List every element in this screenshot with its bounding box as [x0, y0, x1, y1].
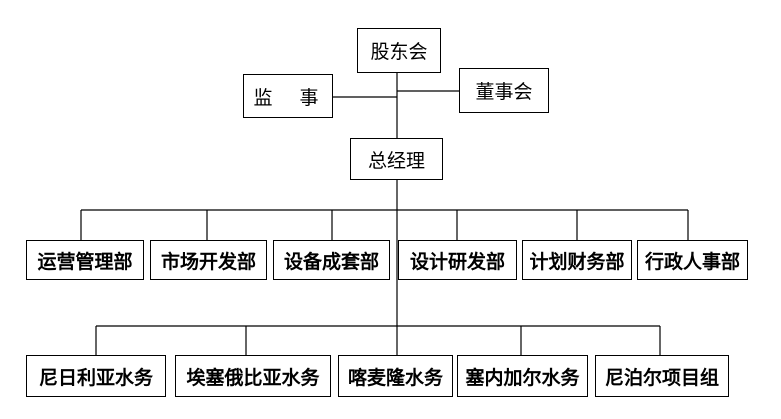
project-label: 尼泊尔项目组: [604, 366, 719, 389]
project-label: 尼日利亚水务: [38, 366, 153, 389]
node-department-2: 市场开发部: [150, 240, 267, 280]
node-project-1: 尼日利亚水务: [26, 355, 166, 397]
department-label: 运营管理部: [37, 250, 133, 273]
department-label: 设备成套部: [283, 250, 379, 273]
node-department-5: 计划财务部: [522, 240, 632, 280]
node-project-3: 喀麦隆水务: [338, 355, 453, 397]
project-label: 塞内加尔水务: [465, 366, 580, 389]
project-label: 喀麦隆水务: [347, 366, 443, 389]
node-shareholders-label: 股东会: [370, 41, 428, 63]
node-general-manager: 总经理: [350, 138, 443, 180]
node-project-5: 尼泊尔项目组: [595, 355, 729, 397]
department-label: 计划财务部: [529, 250, 625, 273]
department-label: 行政人事部: [644, 250, 740, 273]
node-department-1: 运营管理部: [26, 240, 144, 280]
department-label: 设计研发部: [409, 250, 505, 273]
node-project-2: 埃塞俄比亚水务: [175, 355, 331, 397]
node-supervisor-label: 监 事: [253, 86, 323, 109]
project-label: 埃塞俄比亚水务: [186, 366, 320, 389]
node-department-4: 设计研发部: [398, 240, 517, 280]
node-board: 董事会: [459, 68, 549, 113]
node-shareholders: 股东会: [357, 28, 441, 73]
node-department-3: 设备成套部: [273, 240, 390, 280]
node-general-manager-label: 总经理: [367, 149, 425, 172]
department-label: 市场开发部: [160, 250, 256, 273]
node-department-6: 行政人事部: [637, 240, 748, 280]
node-project-4: 塞内加尔水务: [457, 355, 588, 397]
node-supervisor: 监 事: [243, 74, 333, 118]
node-board-label: 董事会: [475, 81, 533, 103]
